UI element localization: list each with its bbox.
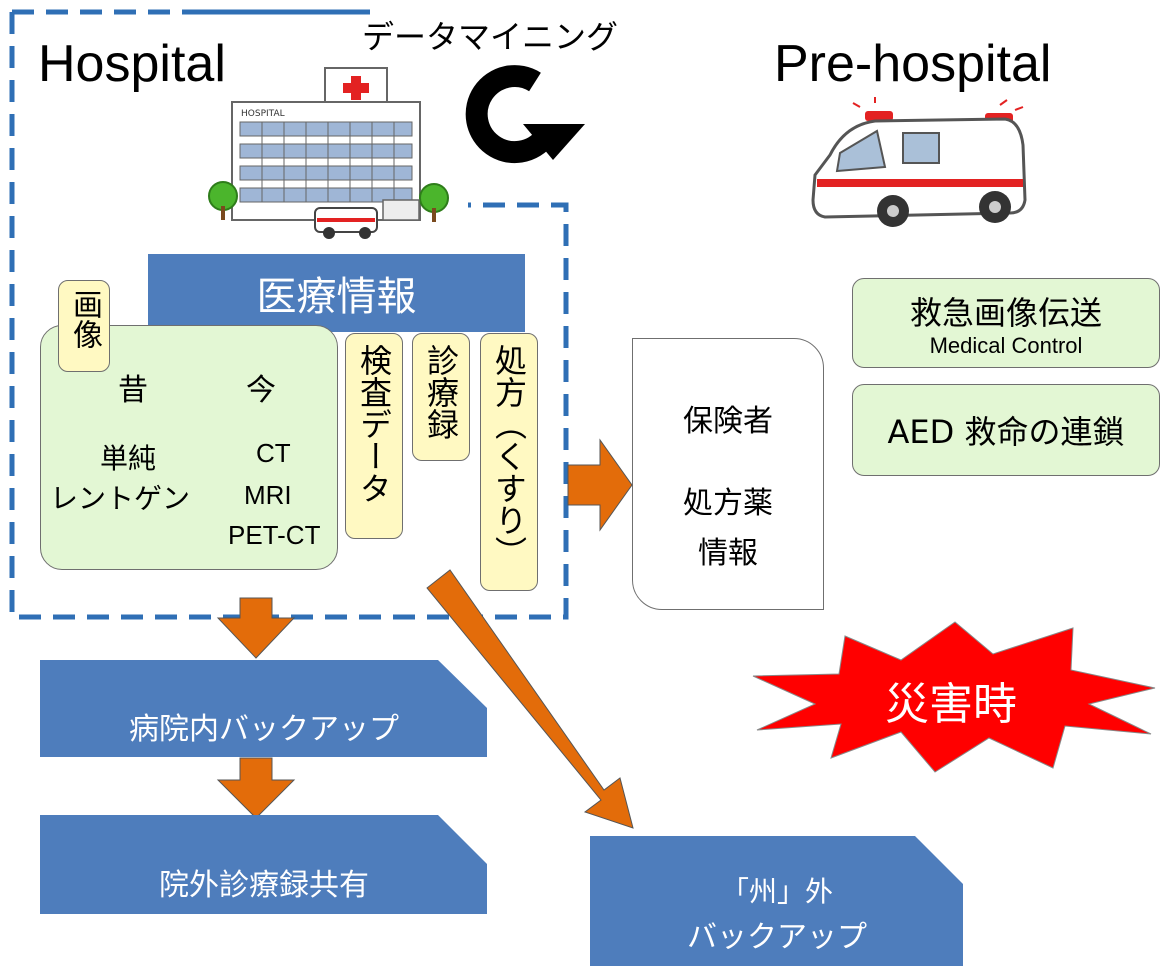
- outside-record-share-label: 院外診療録共有: [159, 868, 369, 903]
- image-tag: 画像: [58, 280, 110, 372]
- in-hospital-backup-label: 病院内バックアップ: [129, 712, 399, 747]
- outside-state-label-2: バックアップ: [687, 920, 867, 955]
- prehospital-title: Pre-hospital: [774, 35, 1052, 93]
- building-sign: HOSPITAL: [241, 109, 285, 119]
- medical-record-tag: 診療録: [412, 333, 470, 461]
- aed-chain-box: AED 救命の連鎖: [852, 384, 1160, 476]
- imaging-past-item-1: 単純: [100, 442, 157, 475]
- cycle-arrow-icon: [465, 65, 585, 164]
- lab-data-tag: 検査データ: [345, 333, 403, 539]
- outside-state-label-1: 「州」外: [720, 875, 833, 908]
- insurer-box: [632, 338, 824, 610]
- imaging-now-item-1: CT: [256, 438, 291, 468]
- disaster-label: 災害時: [885, 679, 1017, 730]
- insurer-drug-label: 処方薬: [683, 486, 773, 521]
- down-arrow-icon-2: [216, 757, 296, 819]
- hospital-building-icon: HOSPITAL: [208, 67, 449, 239]
- imaging-past-item-2: レントゲン: [50, 482, 191, 515]
- image-transmission-box: [852, 278, 1160, 368]
- hospital-title: Hospital: [38, 35, 226, 93]
- imaging-now-item-2: MRI: [244, 480, 292, 510]
- imaging-now-item-3: PET-CT: [228, 520, 321, 550]
- diagonal-arrow-icon: [426, 569, 634, 829]
- down-arrow-icon-1: [216, 597, 296, 659]
- insurer-label: 保険者: [683, 404, 773, 439]
- medical-control-label: Medical Control: [929, 333, 1083, 358]
- image-transmission-title: 救急画像伝送: [909, 294, 1102, 332]
- ambulance-icon: [811, 97, 1027, 227]
- disaster-burst-icon: [752, 621, 1156, 773]
- data-mining-label: データマイニング: [362, 18, 619, 56]
- prescription-tag: 処方（くすり）: [480, 333, 538, 591]
- right-arrow-icon: [567, 438, 633, 532]
- imaging-now-label: 今: [246, 373, 276, 408]
- insurer-info-label: 情報: [698, 536, 758, 571]
- medical-info-header: 医療情報: [148, 254, 525, 332]
- imaging-past-label: 昔: [118, 373, 148, 408]
